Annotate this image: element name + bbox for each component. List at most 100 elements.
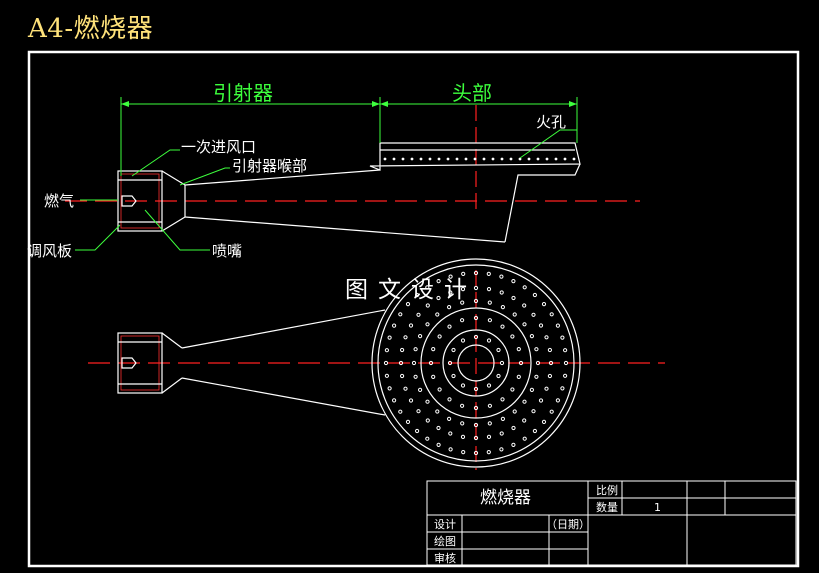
fire-hole: [486, 450, 491, 455]
fire-hole: [487, 421, 492, 426]
fire-hole: [437, 334, 442, 339]
fire-hole: [563, 373, 568, 378]
fire-hole: [548, 360, 554, 366]
title-block-reviewer-label: 审核: [434, 551, 456, 565]
fire-hole: [512, 409, 517, 414]
fire-hole: [541, 419, 547, 424]
fire-hole: [408, 323, 414, 328]
fire-hole: [387, 386, 392, 391]
fire-hole: [416, 409, 421, 414]
fire-hole: [473, 298, 479, 304]
fire-hole: [549, 312, 554, 317]
leader-lines: [75, 129, 577, 251]
fire-hole: [532, 292, 538, 298]
fire-hole: [418, 387, 423, 392]
fire-hole: [400, 373, 405, 379]
fire-hole: [392, 323, 397, 328]
fire-hole: [448, 290, 453, 295]
fire-hole: [392, 398, 397, 403]
fire-hole: [486, 271, 491, 276]
fire-hole: [435, 409, 440, 414]
fire-hole: [529, 387, 535, 392]
fire-hole: [522, 399, 527, 404]
fire-hole: [411, 360, 417, 366]
fire-hole: [405, 302, 411, 307]
fire-hole: [531, 312, 536, 317]
fire-hole: [403, 386, 408, 391]
fire-hole: [431, 347, 436, 352]
title-block-quantity-label: 数量: [596, 501, 618, 514]
fire-hole: [487, 318, 492, 323]
fire-hole: [447, 416, 452, 421]
fire-hole: [473, 315, 479, 321]
dimension-lines: [120, 97, 578, 176]
fire-hole: [461, 271, 466, 276]
fire-hole: [496, 347, 501, 353]
fire-hole: [511, 279, 516, 284]
fire-hole: [431, 374, 436, 379]
fire-hole: [473, 285, 479, 291]
fire-hole: [522, 285, 527, 290]
fire-hole: [448, 274, 453, 279]
fire-hole: [541, 302, 547, 307]
fire-hole: [400, 347, 405, 353]
fire-hole: [538, 323, 544, 328]
fire-hole: [522, 303, 527, 308]
fire-hole: [460, 287, 466, 292]
fire-hole: [547, 347, 553, 353]
fire-hole: [425, 418, 430, 423]
fire-hole: [460, 318, 465, 323]
fire-hole: [435, 312, 440, 317]
fire-hole: [555, 398, 561, 403]
label-fire-holes: 火孔: [536, 113, 566, 131]
label-primary-air-inlet: 一次进风口: [181, 138, 256, 156]
fire-hole: [447, 397, 452, 402]
fire-hole: [499, 360, 505, 366]
fire-hole: [425, 436, 430, 441]
fire-hole: [535, 360, 541, 366]
fire-hole: [415, 292, 420, 298]
fire-hole: [398, 360, 404, 366]
title-block-scale-label: 比例: [596, 483, 618, 497]
label-air-damper: 调风板: [27, 242, 72, 260]
label-ejector-throat: 引射器喉部: [232, 157, 307, 175]
fire-hole: [563, 348, 568, 353]
fire-hole: [436, 295, 441, 301]
fire-hole: [499, 447, 504, 452]
label-nozzle: 喷嘴: [212, 242, 242, 260]
fire-hole: [398, 409, 403, 414]
fire-hole: [510, 334, 515, 339]
fire-hole: [460, 403, 465, 408]
fire-hole: [529, 334, 535, 339]
fire-hole: [563, 360, 569, 366]
title-block-date-label: （日期）: [546, 518, 590, 531]
fire-hole: [447, 360, 453, 366]
fire-hole: [560, 386, 565, 391]
fire-hole: [532, 428, 538, 434]
fire-hole: [425, 399, 430, 404]
fire-hole: [473, 334, 479, 340]
fire-hole: [473, 422, 479, 428]
fire-hole: [461, 450, 466, 455]
fire-hole: [425, 322, 430, 327]
fire-hole: [473, 405, 479, 411]
fire-hole: [486, 287, 492, 292]
fire-hole: [549, 409, 554, 414]
fire-hole: [511, 442, 516, 447]
fire-hole: [473, 270, 479, 276]
fire-hole: [398, 312, 403, 317]
fire-hole: [384, 348, 389, 353]
plan-view: [88, 258, 665, 470]
fire-hole: [460, 338, 466, 343]
fire-hole: [516, 347, 521, 352]
fire-hole: [408, 398, 414, 403]
fire-hole: [460, 383, 466, 388]
fire-hole-row: [383, 157, 576, 161]
fire-hole: [538, 398, 544, 403]
fire-hole: [425, 285, 430, 290]
fire-hole: [473, 386, 479, 392]
fire-hole: [403, 335, 408, 340]
fire-hole: [487, 403, 492, 408]
fire-hole: [447, 305, 452, 310]
